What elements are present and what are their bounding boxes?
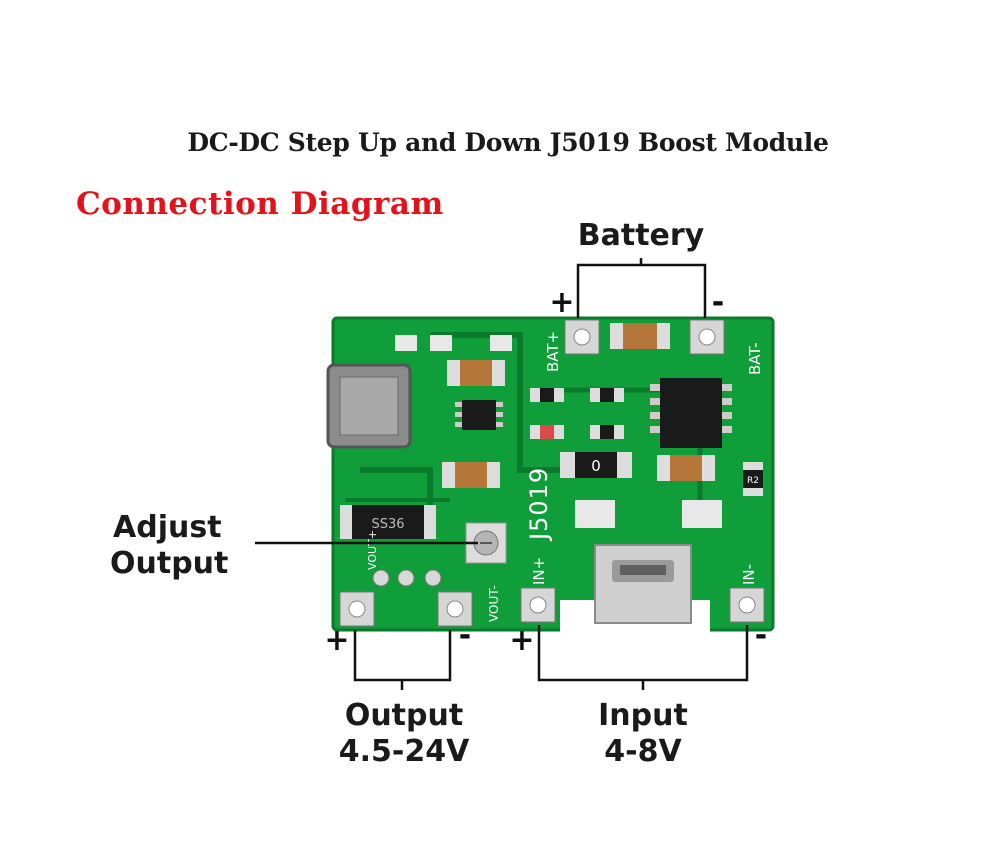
battery-plus-sign: +	[549, 285, 574, 320]
capacitor	[442, 462, 500, 488]
battery-minus-sign: -	[712, 285, 724, 320]
silk-bat-plus: BAT+	[544, 331, 562, 372]
smd-resistor-body	[600, 425, 614, 439]
smd-resistor-r2: R2	[743, 462, 763, 496]
page-title: DC-DC Step Up and Down J5019 Boost Modul…	[187, 128, 829, 157]
silk-in-minus: IN-	[740, 564, 758, 585]
smd-pad	[395, 335, 417, 351]
pad-vout-minus	[437, 591, 473, 627]
thru-hole	[372, 569, 390, 587]
smd-led-body	[540, 425, 554, 439]
capacitor	[610, 323, 670, 349]
thru-hole	[397, 569, 415, 587]
output-minus-sign: -	[459, 618, 471, 653]
pad-bat-plus	[564, 319, 600, 355]
pad-vout-plus	[339, 591, 375, 627]
input-plus-sign: +	[509, 623, 534, 658]
connection-lines	[255, 258, 749, 690]
micro-usb-port	[594, 544, 692, 624]
resistor-marking-text: R2	[747, 476, 759, 486]
cap-marking-text: 0	[591, 457, 601, 475]
adjust-label-line2: Output	[110, 546, 229, 581]
input-label-line1: Input	[598, 698, 688, 733]
adjust-label-line1: Adjust	[113, 510, 222, 545]
capacitor	[657, 455, 715, 481]
diode-marking-text: SS36	[371, 517, 404, 532]
smd-pad	[430, 335, 452, 351]
output-label-line2: 4.5-24V	[338, 734, 470, 769]
ic-chip-small	[455, 400, 503, 430]
input-label: Input 4-8V	[573, 698, 713, 770]
ic-chip-main	[650, 378, 732, 448]
smd-resistor-body	[540, 388, 554, 402]
smd-resistor-body	[600, 388, 614, 402]
pad-in-minus	[729, 587, 765, 623]
output-plus-sign: +	[324, 623, 349, 658]
smd-capacitor-0: 0	[560, 452, 632, 478]
silk-bat-minus: BAT-	[746, 342, 764, 375]
diode-ss36: SS36	[340, 505, 436, 539]
diagram-subtitle: Connection Diagram	[76, 186, 444, 222]
adjust-output-label: Adjust Output	[95, 510, 255, 582]
input-minus-sign: -	[755, 618, 767, 653]
output-label-line1: Output	[344, 698, 464, 733]
battery-label: Battery	[577, 218, 705, 253]
smd-pad	[490, 335, 512, 351]
thru-hole	[424, 569, 442, 587]
smd-pad	[682, 500, 722, 528]
silk-vout-minus: VOUT-	[487, 585, 501, 622]
silk-model: J5019	[525, 467, 553, 542]
smd-pad	[575, 500, 615, 528]
inductor	[326, 363, 412, 449]
silk-in-plus: IN+	[530, 557, 548, 585]
silk-vout-plus: VOUT+	[366, 530, 379, 570]
output-label: Output 4.5-24V	[322, 698, 486, 770]
capacitor	[447, 360, 505, 386]
input-label-line2: 4-8V	[604, 734, 682, 769]
pad-bat-minus	[689, 319, 725, 355]
pad-in-plus	[520, 587, 556, 623]
